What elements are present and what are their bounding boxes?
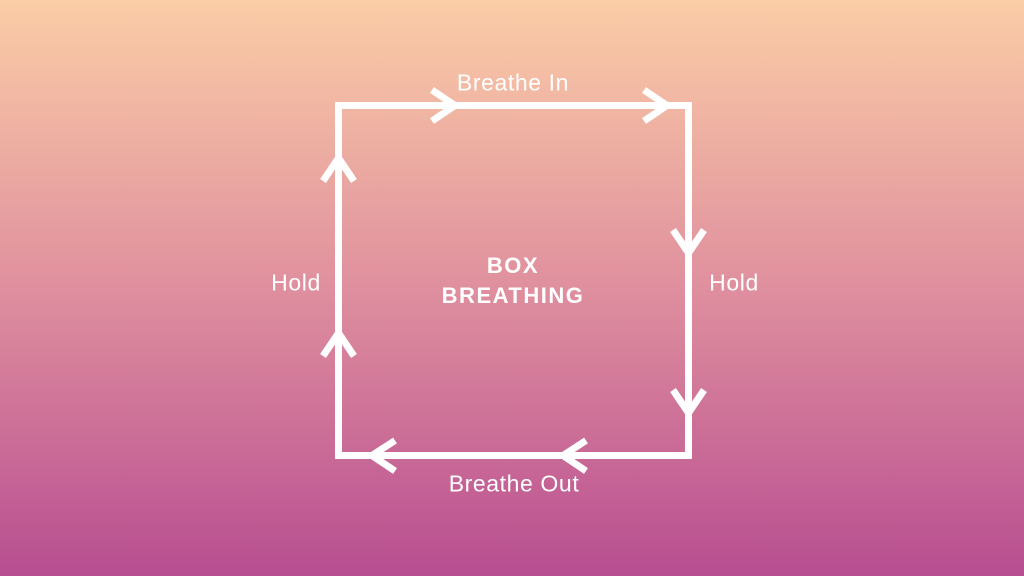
arrow-right-icon (430, 87, 462, 124)
arrow-down-icon (670, 228, 707, 260)
arrow-up-icon (320, 326, 357, 358)
diagram-title-line2: BREATHING (441, 283, 585, 308)
diagram-title: BOX BREATHING (442, 251, 585, 311)
hold-right-label: Hold (709, 269, 759, 296)
arrow-down-icon (670, 388, 707, 420)
arrow-left-icon (365, 437, 397, 474)
arrow-left-icon (556, 437, 588, 474)
breathing-square (335, 102, 692, 459)
breathe-out-label: Breathe Out (448, 470, 580, 497)
hold-left-label: Hold (271, 269, 321, 296)
breathe-in-label: Breathe In (456, 69, 570, 96)
arrow-up-icon (320, 151, 357, 183)
diagram-title-line1: BOX (486, 253, 540, 278)
arrow-right-icon (642, 87, 674, 124)
